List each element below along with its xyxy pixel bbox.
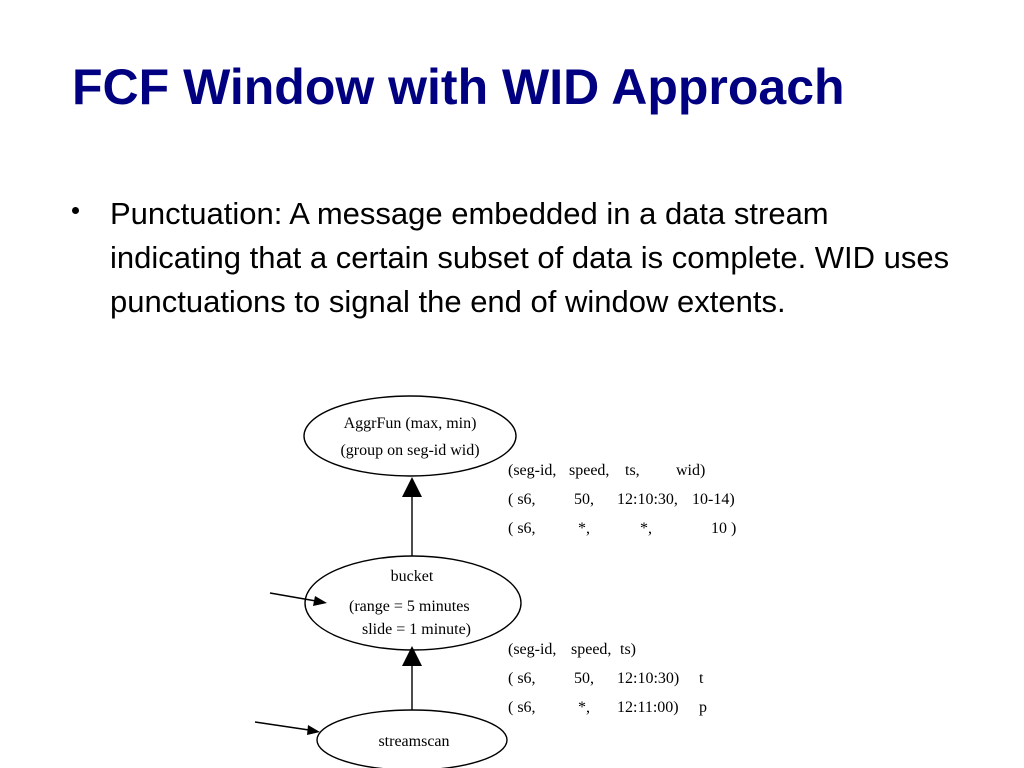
aggr-node: [303, 395, 517, 477]
bucket-node-range: (range = 5 minutes: [349, 598, 470, 615]
lower-schema-header-cell: (seg-id,: [508, 641, 556, 658]
bucket-node-label: bucket: [391, 568, 434, 585]
lower-schema-cell: ( s6,: [508, 699, 536, 716]
upper-schema-cell: 10-14): [692, 491, 735, 508]
lower-schema-header-cell: ts): [620, 641, 636, 658]
lower-schema-cell: p: [699, 699, 707, 716]
slide-title: FCF Window with WID Approach: [72, 59, 845, 115]
lower-schema-cell: t: [699, 670, 704, 687]
lower-schema-cell: 12:10:30): [617, 670, 679, 687]
lower-schema-cell: 50,: [574, 670, 594, 687]
lower-schema-cell: 12:11:00): [617, 699, 679, 716]
upper-schema-cell: 50,: [574, 491, 594, 508]
arrowhead-right-icon: [307, 725, 320, 735]
bucket-node-slide: slide = 1 minute): [362, 621, 471, 638]
upper-schema-table: (seg-id, speed, ts, wid) ( s6, 50, 12:10…: [508, 462, 736, 537]
lower-schema-table: (seg-id, speed, ts) ( s6, 50, 12:10:30) …: [508, 641, 707, 716]
upper-schema-cell: *,: [578, 520, 590, 537]
aggr-node-sublabel: (group on seg-id wid): [340, 442, 479, 459]
upper-schema-cell: ( s6,: [508, 491, 536, 508]
arrowhead-up-icon: [402, 477, 422, 497]
upper-schema-header-cell: wid): [676, 462, 705, 479]
input-arrow-bucket: [269, 592, 317, 602]
upper-schema-cell: ( s6,: [508, 520, 536, 537]
upper-schema-header-cell: speed,: [569, 462, 609, 479]
arrowhead-right-icon: [313, 596, 327, 606]
bullet-dot-icon: [72, 207, 79, 214]
upper-schema-cell: *,: [640, 520, 652, 537]
lower-schema-cell: *,: [578, 699, 590, 716]
lower-schema-header-cell: speed,: [571, 641, 611, 658]
aggr-node-label: AggrFun (max, min): [344, 415, 477, 432]
lower-schema-cell: ( s6,: [508, 670, 536, 687]
upper-schema-header-cell: ts,: [625, 462, 640, 479]
upper-schema-cell: 10 ): [711, 520, 736, 537]
upper-schema-cell: 12:10:30,: [617, 491, 678, 508]
arrowhead-up-icon: [402, 646, 422, 666]
input-arrow-scan: [254, 721, 310, 731]
bullet-text: Punctuation: A message embedded in a dat…: [110, 196, 950, 319]
scan-node-label: streamscan: [378, 733, 449, 750]
upper-schema-header-cell: (seg-id,: [508, 462, 556, 479]
